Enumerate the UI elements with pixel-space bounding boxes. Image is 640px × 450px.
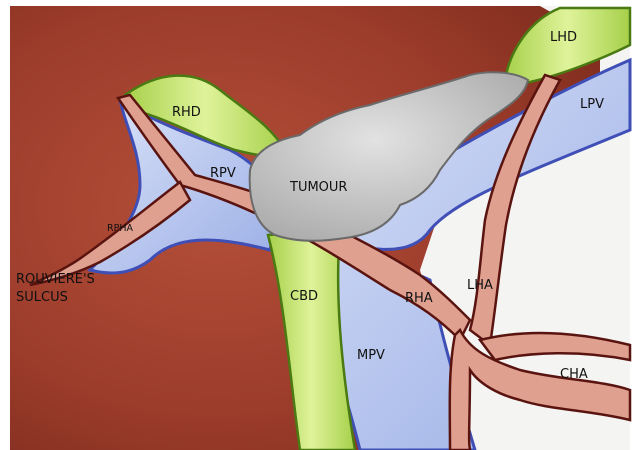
label-mpv: MPV xyxy=(357,348,385,363)
label-cha: CHA xyxy=(560,367,588,382)
label-lhd: LHD xyxy=(550,30,577,45)
label-rha: RHA xyxy=(405,291,433,306)
label-lpv: LPV xyxy=(580,97,604,112)
label-rhd: RHD xyxy=(172,105,201,120)
label-rouviere-line1: ROUVIERE'S xyxy=(16,272,95,287)
label-rpha: RPHA xyxy=(107,223,133,234)
label-rpv: RPV xyxy=(210,166,236,181)
label-lha: LHA xyxy=(467,278,493,293)
label-tumour: TUMOUR xyxy=(289,180,347,195)
label-cbd: CBD xyxy=(290,289,318,304)
label-rouviere-line2: SULCUS xyxy=(16,290,68,305)
